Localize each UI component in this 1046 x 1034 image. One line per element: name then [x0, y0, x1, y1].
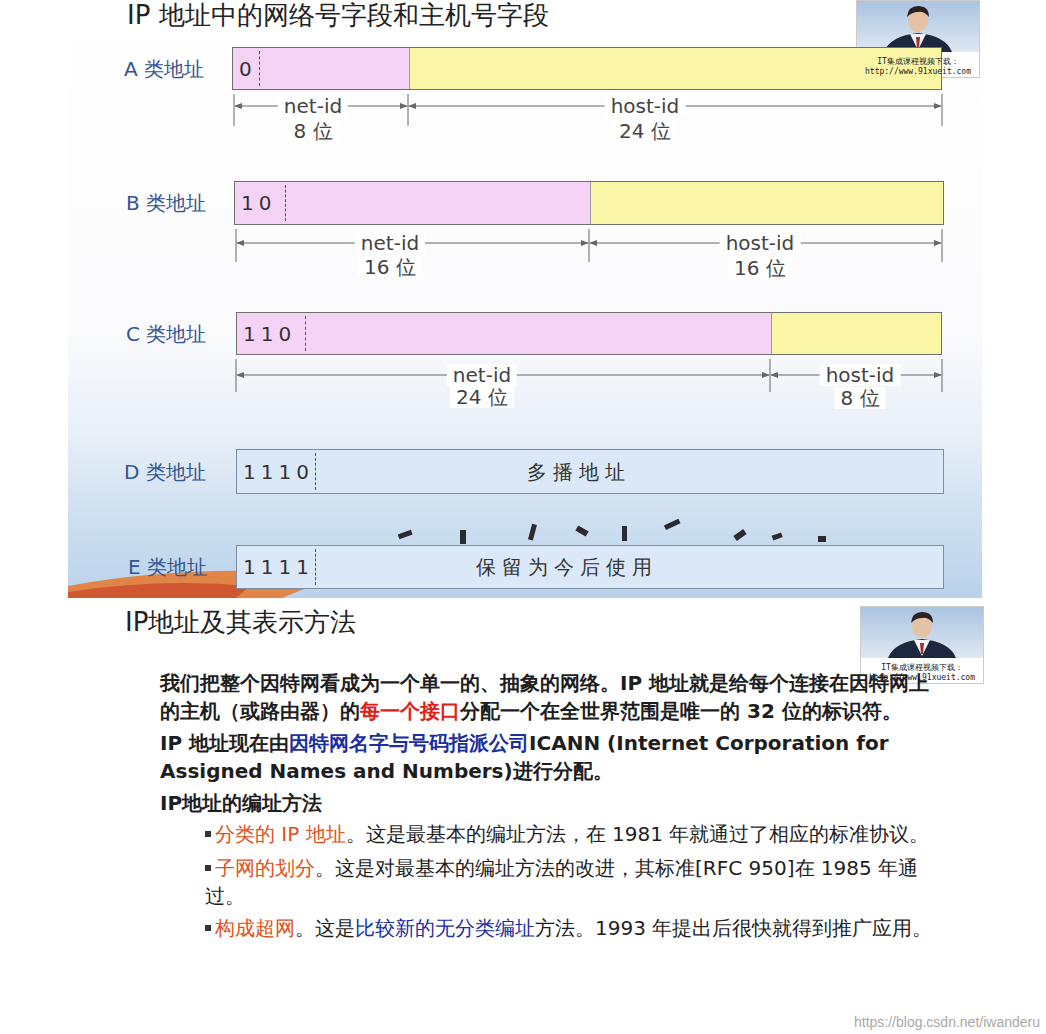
- highlight-text: 分类的 IP 地址: [215, 822, 346, 846]
- highlight-text: 因特网名字与号码指派公司: [289, 731, 529, 755]
- prefix-bits: 0: [239, 57, 257, 81]
- prefix-divider: [315, 453, 316, 490]
- bullet-item: 子网的划分。这是对最基本的编址方法的改进，其标准[RFC 950]在 1985 …: [205, 854, 935, 910]
- dimension-label: 16 位: [728, 257, 792, 279]
- prefix-divider: [259, 51, 260, 86]
- watermark-text: http://www.91xueit.com: [865, 67, 971, 76]
- body-text: IP 地址现在由: [160, 731, 289, 755]
- host-id-field: [771, 313, 941, 354]
- prefix-divider: [285, 185, 286, 221]
- dimension-label: net-id: [447, 364, 517, 386]
- prefix-bits: 110: [243, 322, 296, 346]
- watermark-url: https://blog.csdn.net/iwanderu: [854, 1014, 1040, 1030]
- paragraph: IP地址的编址方法: [160, 789, 935, 817]
- highlight-text: 比较新的无分类编址: [355, 916, 535, 940]
- dimension-label: host-id: [820, 364, 901, 386]
- prefix-bits: 1110: [243, 460, 314, 484]
- body-text: 。这是最基本的编址方法，在 1981 年就通过了相应的标准协议。: [346, 822, 930, 846]
- dimension-label: 24 位: [613, 120, 677, 142]
- class-label: D 类地址: [124, 460, 206, 484]
- dimension-label: 24 位: [450, 386, 514, 408]
- net-id-field: [237, 313, 771, 354]
- address-class-bar: D 类地址1110多播地址: [236, 449, 944, 494]
- bullet-mark: [205, 865, 211, 871]
- dimension-label: host-id: [720, 232, 801, 254]
- bullet-mark: [205, 925, 211, 931]
- class-label: E 类地址: [128, 555, 207, 579]
- field-label: 多播地址: [527, 460, 631, 484]
- class-label: B 类地址: [126, 191, 206, 215]
- watermark-text: IT集成课程视频下载：: [877, 57, 959, 66]
- class-label: A 类地址: [124, 57, 204, 81]
- paragraph: IP 地址现在由因特网名字与号码指派公司ICANN (Internet Corp…: [160, 729, 935, 785]
- address-class-bar: B 类地址10: [234, 181, 944, 225]
- host-id-field: [409, 48, 941, 89]
- body-text: 。这是: [295, 916, 355, 940]
- prefix-bits: 1111: [243, 555, 314, 579]
- prefix-divider: [315, 549, 316, 585]
- dimension-label: 8 位: [287, 120, 338, 142]
- body-text: IP地址的编址方法: [160, 791, 322, 815]
- highlight-text: 构成超网: [215, 916, 295, 940]
- slide-title: IP 地址中的网络号字段和主机号字段: [127, 0, 549, 30]
- slide-title: IP地址及其表示方法: [125, 607, 356, 637]
- address-class-bar: C 类地址110: [236, 312, 942, 355]
- bullet-item: 分类的 IP 地址。这是最基本的编址方法，在 1981 年就通过了相应的标准协议…: [205, 820, 935, 848]
- class-label: C 类地址: [126, 322, 206, 346]
- prefix-bits: 10: [241, 191, 276, 215]
- bullet-mark: [205, 831, 211, 837]
- dimension-label: net-id: [355, 232, 425, 254]
- bullet-item: 构成超网。这是比较新的无分类编址方法。1993 年提出后很快就得到推广应用。: [205, 914, 935, 942]
- dimension-label: 16 位: [358, 256, 422, 278]
- dimension-label: 8 位: [834, 387, 885, 409]
- watermark-text: IT集成课程视频下载：: [881, 663, 963, 672]
- prefix-divider: [305, 316, 306, 351]
- body-text: 方法。1993 年提出后很快就得到推广应用。: [535, 916, 932, 940]
- dimension-label: host-id: [605, 95, 686, 117]
- highlight-text: 每一个接口: [360, 699, 460, 723]
- dimension-label: net-id: [278, 95, 348, 117]
- net-id-field: [235, 182, 590, 224]
- paragraph: 我们把整个因特网看成为一个单一的、抽象的网络。IP 地址就是给每个连接在因特网上…: [160, 669, 935, 725]
- address-class-bar: E 类地址1111保留为今后使用: [236, 545, 944, 589]
- body-text: 分配一个在全世界范围是唯一的 32 位的标识符。: [460, 699, 902, 723]
- highlight-text: 子网的划分: [215, 856, 315, 880]
- field-label: 保留为今后使用: [476, 555, 658, 579]
- address-class-bar: A 类地址0: [232, 47, 942, 90]
- host-id-field: [590, 182, 943, 224]
